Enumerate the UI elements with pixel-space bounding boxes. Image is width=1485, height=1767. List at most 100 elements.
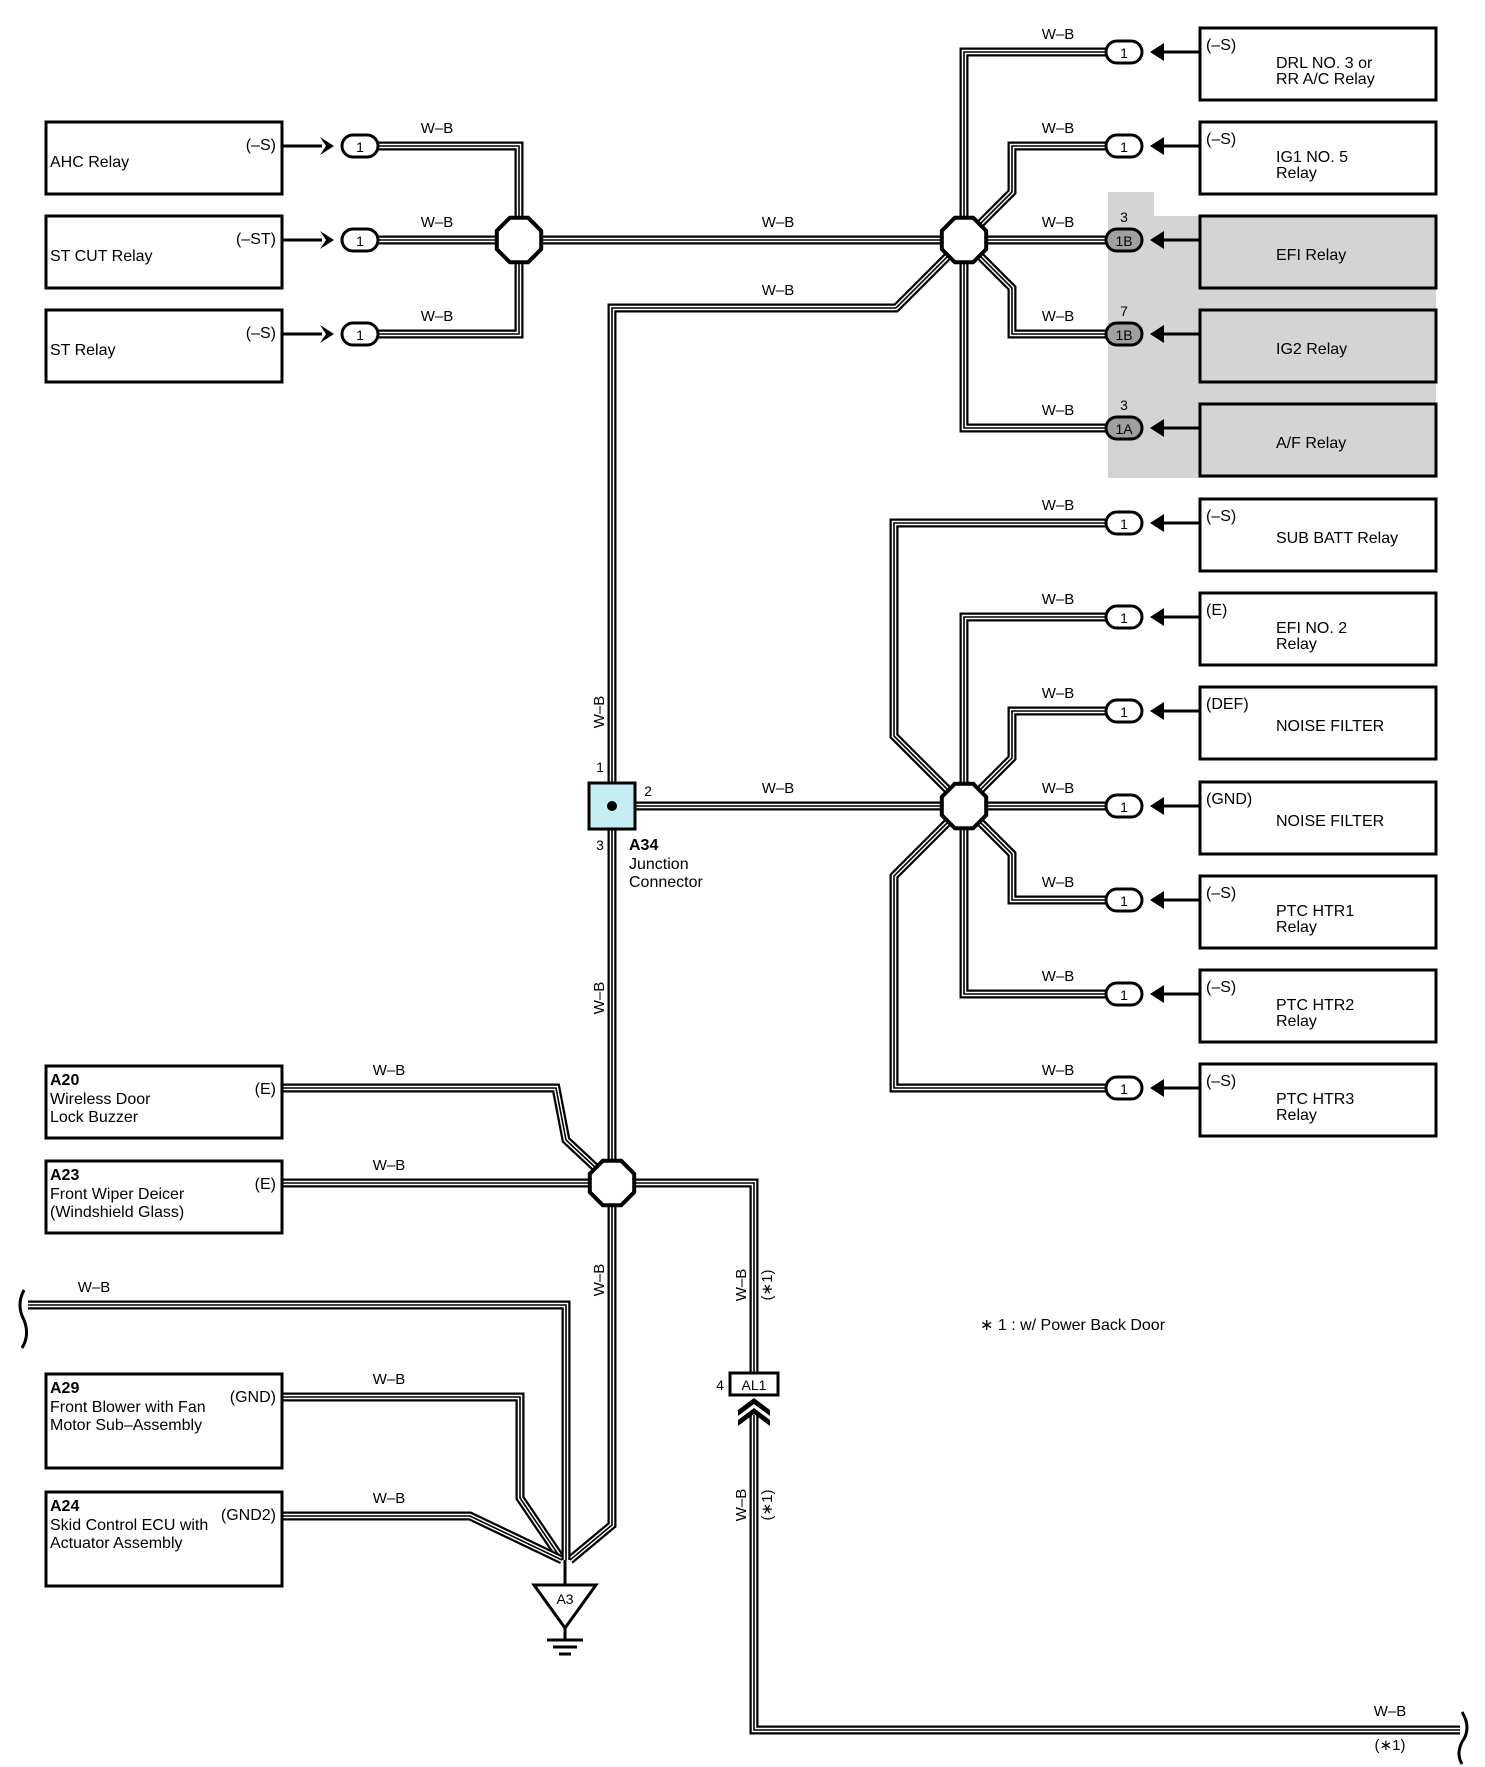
splice-point-1	[494, 215, 544, 265]
right-relay-name: A/F Relay	[1276, 435, 1346, 452]
left-component-box-2	[44, 1372, 284, 1470]
wire-outline	[749, 1415, 1460, 1735]
junction-pin-1: 1	[596, 759, 604, 775]
footnote: ∗ 1 : w/ Power Back Door	[980, 1317, 1166, 1334]
wire-outline	[282, 1083, 616, 1187]
component-terminal: (E)	[255, 1081, 276, 1098]
left-relay-connector-arrow	[320, 325, 334, 343]
component-name-line1: Front Wiper Deicer	[50, 1186, 185, 1203]
right-relay-pin	[1104, 133, 1144, 159]
right-lower-terminal: (–S)	[1206, 1073, 1236, 1090]
right-relay-terminal: (–S)	[1206, 131, 1236, 148]
wire-color-label: W–B	[1042, 591, 1075, 608]
right-lower-terminal: (DEF)	[1206, 696, 1249, 713]
right-relay-pin	[1104, 39, 1144, 65]
left-relay-name: ST Relay	[50, 342, 116, 359]
wire-splice4-ground	[567, 1183, 617, 1564]
left-relay-terminal: (–S)	[246, 137, 276, 154]
component-terminal: (GND2)	[221, 1507, 276, 1524]
right-relay-pin-number: 3	[1120, 209, 1128, 225]
right-lower-box-2	[1198, 685, 1438, 761]
right-relay-connector-arrow	[1150, 137, 1164, 155]
right-lower-name-line2: Relay	[1276, 1013, 1317, 1030]
ground-code: A3	[556, 1591, 573, 1607]
wire-center	[378, 145, 520, 240]
wire-subbatt	[889, 518, 1122, 810]
left-relay-pin	[340, 227, 380, 253]
wire-st	[378, 240, 524, 339]
wire-center	[963, 51, 1122, 240]
component-code: A24	[50, 1498, 79, 1515]
splice-point-2	[939, 215, 989, 265]
component-name-line2: Motor Sub–Assembly	[50, 1417, 202, 1434]
right-relay-pin-number: 3	[1120, 397, 1128, 413]
connector-pin-label: 1	[1120, 704, 1128, 720]
wire-ptc3	[889, 802, 1122, 1093]
right-lower-terminal: (–S)	[1206, 508, 1236, 525]
left-relay-box-1	[44, 214, 284, 290]
connector-pin-label: 1	[1120, 610, 1128, 626]
wire-color-label: W–B	[762, 780, 795, 797]
right-relay-name-line2: Relay	[1276, 165, 1317, 182]
connector-pin-label: 1	[356, 233, 364, 249]
wire-splice4-al1	[612, 1178, 759, 1375]
connector-pin-label: 1	[356, 327, 364, 343]
right-relay-terminal: (–S)	[1206, 37, 1236, 54]
right-lower-name-line1: PTC HTR3	[1276, 1091, 1354, 1108]
left-relay-connector-arrow	[320, 231, 334, 249]
wire-core	[282, 1513, 563, 1563]
right-lower-box-3	[1198, 780, 1438, 856]
wire-color-label: W–B	[1042, 1062, 1075, 1079]
wire-color-label: W–B	[373, 1157, 406, 1174]
option-mark-upper: (∗1)	[759, 1270, 776, 1301]
connector-pin-label: 1	[1120, 893, 1128, 909]
junction-name-line2: Connector	[629, 874, 703, 891]
connector-pin-label: 1B	[1115, 327, 1132, 343]
connector-al1-chevron-top	[738, 1398, 770, 1416]
wire-center	[569, 1183, 613, 1561]
wire-color-label: W–B	[78, 1279, 111, 1296]
wire-center	[963, 805, 1122, 901]
wire-noise-def	[960, 706, 1122, 810]
component-name-line2: Actuator Assembly	[50, 1535, 183, 1552]
wire-color-label: W–B	[1042, 308, 1075, 325]
wire-ig2	[960, 236, 1122, 339]
junction-pin-2: 2	[644, 783, 652, 799]
right-lower-box-0	[1198, 497, 1438, 573]
option-mark-lower: (∗1)	[759, 1490, 776, 1521]
wire-core	[568, 1183, 615, 1562]
wire-color-label: W–B	[1042, 497, 1075, 514]
right-lower-terminal: (–S)	[1206, 885, 1236, 902]
wires	[28, 47, 1460, 1735]
left-relay-wire-label: W–B	[421, 308, 454, 325]
junction-name-line1: Junction	[629, 856, 689, 873]
right-relay-connector-arrow	[1150, 419, 1164, 437]
wire-al1-bottom	[749, 1415, 1460, 1735]
right-lower-name-line2: Relay	[1276, 919, 1317, 936]
connector-pin-label: 1	[1120, 139, 1128, 155]
right-relay-connector-arrow	[1150, 325, 1164, 343]
right-lower-connector-arrow	[1150, 514, 1164, 532]
components	[18, 26, 1469, 1765]
wire-a24	[282, 1511, 564, 1565]
wire-center	[753, 1415, 1460, 1731]
wire-color-label: W–B	[373, 1490, 406, 1507]
right-lower-connector-arrow	[1150, 1079, 1164, 1097]
wire-ptc2	[959, 806, 1122, 999]
right-relay-pin	[1104, 227, 1144, 253]
wire-core	[751, 1415, 1460, 1733]
wire-center	[963, 616, 1122, 806]
wire-center	[282, 1515, 563, 1561]
wire-center	[611, 239, 965, 806]
wire-left-bus	[28, 1300, 571, 1560]
left-relay-name: AHC Relay	[50, 154, 129, 171]
wire-color-label: W–B	[591, 696, 608, 729]
right-lower-connector-arrow	[1150, 702, 1164, 720]
right-lower-box-5	[1198, 968, 1438, 1044]
right-lower-pin	[1104, 981, 1144, 1007]
splice-point-4	[587, 1158, 637, 1208]
left-component-box-3	[44, 1490, 284, 1588]
right-lower-name-line2: Relay	[1276, 1107, 1317, 1124]
right-lower-terminal: (E)	[1206, 602, 1227, 619]
